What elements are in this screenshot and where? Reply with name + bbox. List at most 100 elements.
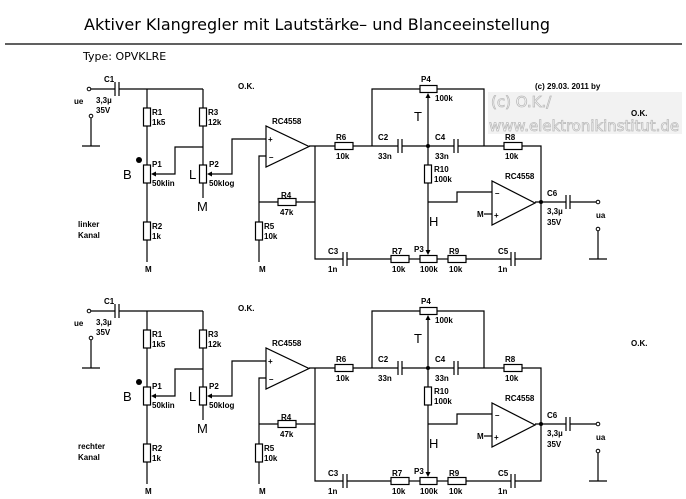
- resistor-r1: [142, 107, 152, 127]
- resistor-r6: [334, 141, 354, 151]
- label-r8: R8: [505, 133, 516, 142]
- label-c6-voltage: 35V: [547, 440, 562, 449]
- left-channel: +––+C13,3µ35VueR11k5R312kO.K.RC4558P150k…: [74, 75, 607, 274]
- input-terminal-ue[interactable]: [86, 308, 92, 314]
- label-p4-value: 100k: [435, 316, 453, 325]
- plus-sign: +: [268, 357, 273, 366]
- copyright: (c) 29.03. 2011 by: [535, 82, 601, 91]
- channel-label-kanal: Kanal: [78, 453, 100, 462]
- label-p1-value: 50klin: [152, 401, 175, 410]
- label-p2-value: 50klog: [209, 179, 234, 188]
- label-opamp-1: RC4558: [272, 117, 302, 126]
- label-r10-value: 100k: [434, 175, 452, 184]
- label-p3-value: 100k: [420, 265, 438, 274]
- potentiometer-p3: [419, 254, 438, 264]
- junction-dot: [426, 144, 430, 148]
- label-c6-value: 3,3µ: [547, 207, 563, 216]
- label-p4: P4: [421, 297, 431, 306]
- label-bass: H: [429, 214, 438, 229]
- plus-sign: +: [268, 135, 273, 144]
- junction-dot: [539, 200, 543, 204]
- label-r4-value: 47k: [280, 430, 294, 439]
- label-p3: P3: [414, 467, 424, 476]
- output-terminal-ua[interactable]: [595, 421, 601, 427]
- label-r7-value: 10k: [392, 487, 406, 496]
- label-r4: R4: [281, 413, 292, 422]
- output-ground-terminal[interactable]: [595, 226, 601, 232]
- label-ua: ua: [596, 211, 606, 220]
- label-balance: B: [123, 389, 132, 404]
- label-r4: R4: [281, 191, 292, 200]
- resistor-r7: [390, 476, 410, 486]
- label-c5-value: 1n: [498, 265, 507, 274]
- capacitor-c5: [510, 252, 516, 266]
- capacitor-c1: [114, 304, 120, 318]
- label-treble: T: [414, 109, 422, 124]
- label-c2-value: 33n: [378, 374, 392, 383]
- label-ground: M: [259, 265, 266, 274]
- label-ground-p2: M: [197, 199, 208, 214]
- label-c3: C3: [328, 469, 339, 478]
- watermark-line2: www.elektronikinstitut.de: [489, 117, 679, 135]
- label-p3: P3: [414, 245, 424, 254]
- p3-wiper-arrow: [425, 472, 431, 477]
- input-ground-terminal[interactable]: [88, 335, 94, 341]
- p1-wiper-wire: [156, 368, 203, 397]
- capacitor-c1: [114, 82, 120, 96]
- resistor-r2: [142, 221, 152, 241]
- label-ground: M: [477, 432, 484, 441]
- input-terminal-ue[interactable]: [86, 86, 92, 92]
- capacitor-c2: [397, 139, 403, 153]
- label-r8-value: 10k: [505, 374, 519, 383]
- label-r1: R1: [152, 108, 163, 117]
- wire: [428, 191, 492, 203]
- label-r1-value: 1k5: [152, 340, 166, 349]
- label-p2: P2: [209, 160, 219, 169]
- label-r5-value: 10k: [264, 232, 278, 241]
- label-r1: R1: [152, 330, 163, 339]
- label-r9: R9: [449, 247, 460, 256]
- label-r7-value: 10k: [392, 265, 406, 274]
- capacitor-c3: [342, 252, 348, 266]
- p4-wiper-arrow: [425, 315, 431, 320]
- output-terminal-ua[interactable]: [595, 199, 601, 205]
- label-r9: R9: [449, 469, 460, 478]
- potentiometer-p2: [198, 164, 208, 184]
- label-ue: ue: [74, 319, 84, 328]
- label-p1: P1: [152, 160, 162, 169]
- label-loudness: L: [189, 389, 196, 404]
- label-c4-value: 33n: [435, 152, 449, 161]
- label-ground: M: [477, 210, 484, 219]
- label-c3-value: 1n: [328, 265, 337, 274]
- minus-sign: –: [269, 375, 274, 384]
- wire: [258, 155, 266, 222]
- resistor-r3: [198, 107, 208, 127]
- label-r8-value: 10k: [505, 152, 519, 161]
- p2-wiper-arrow: [207, 171, 212, 177]
- resistor-r7: [390, 254, 410, 264]
- label-ue: ue: [74, 97, 84, 106]
- label-balance: B: [123, 167, 132, 182]
- wire: [371, 88, 420, 146]
- potentiometer-p1: [142, 164, 152, 184]
- label-c5: C5: [498, 469, 509, 478]
- label-r7: R7: [392, 469, 403, 478]
- label-c6-voltage: 35V: [547, 218, 562, 227]
- p2-wiper-wire: [212, 360, 266, 397]
- label-c6: C6: [547, 411, 558, 420]
- potentiometer-p4: [419, 84, 438, 94]
- label-r4-value: 47k: [280, 208, 294, 217]
- resistor-r9: [447, 254, 467, 264]
- label-r5-value: 10k: [264, 454, 278, 463]
- junction-dot: [539, 422, 543, 426]
- label-c4: C4: [435, 355, 446, 364]
- potentiometer-p3: [419, 476, 438, 486]
- p1-wiper-arrow: [151, 171, 156, 177]
- output-ground-terminal[interactable]: [595, 448, 601, 454]
- input-ground-terminal[interactable]: [88, 113, 94, 119]
- label-c1-value: 3,3µ: [96, 96, 112, 105]
- resistor-r6: [334, 363, 354, 373]
- label-bass: H: [429, 436, 438, 451]
- watermark: (c) O.K./ www.elektronikinstitut.de: [488, 92, 682, 135]
